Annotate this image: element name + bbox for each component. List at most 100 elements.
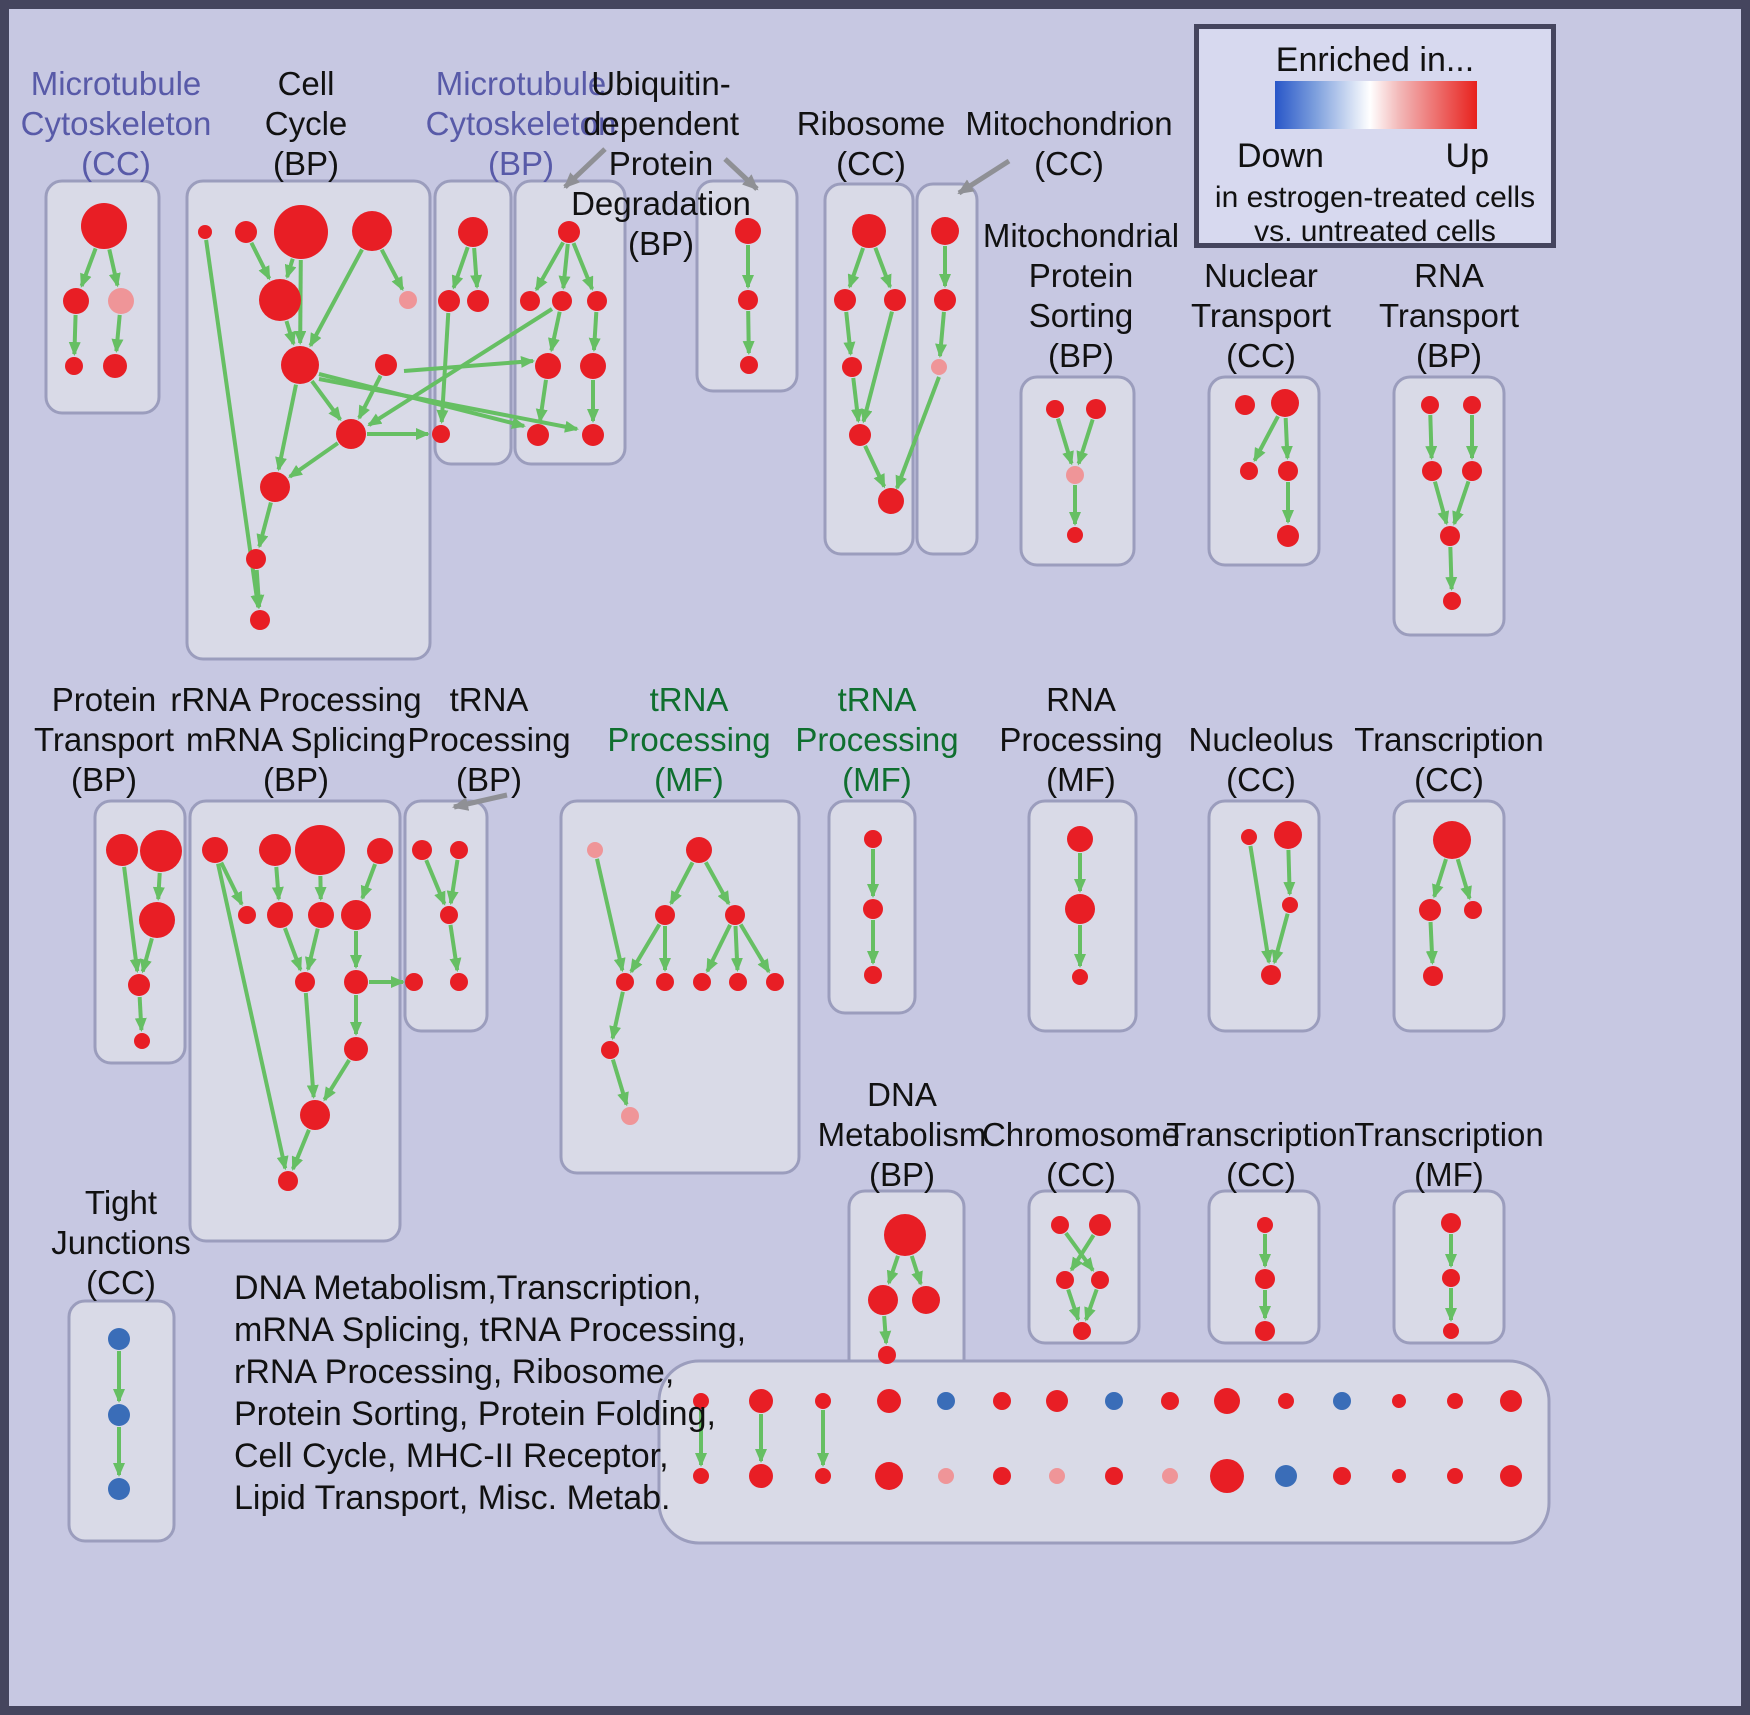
go-node-tight-junctions-0: [108, 1328, 130, 1350]
edge-protein-transport-1-2: [152, 872, 165, 902]
cluster-box-nucleolus-cc: [1207, 799, 1321, 1033]
go-node-mixed-functions-8: [1161, 1392, 1179, 1410]
go-node-trna-processing-mf-2-2: [864, 966, 882, 984]
go-node-mixed-functions-9: [1214, 1388, 1240, 1414]
edge-transcription-cc-1-0-2: [1455, 858, 1472, 901]
go-node-rrna-processing-mrna-splicing-7: [341, 900, 371, 930]
go-node-mixed-functions-17: [815, 1468, 831, 1484]
go-node-transcription-cc-2-1: [1255, 1269, 1275, 1289]
go-node-chromosome-cc-2: [1056, 1271, 1074, 1289]
mixed-functions-note: DNA Metabolism,Transcription, mRNA Splic…: [234, 1267, 746, 1519]
edge-ubiquitin-deg-1-3-5: [588, 311, 601, 353]
go-node-trna-processing-bp-3: [450, 973, 468, 991]
go-node-dna-metabolism-2: [912, 1286, 940, 1314]
legend-title: Enriched in...: [1275, 41, 1475, 79]
go-node-rna-transport-1: [1463, 396, 1481, 414]
edge-microtubule-cc-2-4: [111, 314, 124, 354]
go-node-tight-junctions-2: [108, 1478, 130, 1500]
edge-chromosome-cc-3-4: [1084, 1288, 1099, 1322]
go-node-transcription-cc-2-2: [1255, 1321, 1275, 1341]
cross-cluster-edge-5: [895, 376, 941, 490]
go-node-cell-cycle-10: [246, 549, 266, 569]
go-node-rrna-processing-mrna-splicing-3: [367, 838, 393, 864]
edge-trna-processing-mf-1-1-2: [669, 861, 695, 906]
edge-cell-cycle-9-10: [256, 501, 273, 549]
go-node-ubiquitin-deg-1-3: [587, 291, 607, 311]
nodes-layer: [63, 203, 1522, 1500]
note-line-1: DNA Metabolism,Transcription,: [234, 1269, 702, 1307]
go-node-trna-processing-bp-1: [450, 841, 468, 859]
edge-transcription-cc-1-1-3: [1425, 921, 1438, 966]
edge-cell-cycle-4-6: [284, 320, 296, 346]
note-line-4: Protein Sorting, Protein Folding,: [234, 1395, 716, 1433]
note-line-3: rRNA Processing, Ribosome,: [234, 1353, 675, 1391]
go-node-mixed-functions-18: [875, 1462, 903, 1490]
go-node-rrna-processing-mrna-splicing-12: [278, 1171, 298, 1191]
go-node-mixed-functions-15: [693, 1468, 709, 1484]
edge-rrna-processing-mrna-splicing-10-11: [322, 1058, 351, 1102]
go-node-mitochondrion-cc-0: [931, 217, 959, 245]
go-node-microtubule-bp-1: [438, 290, 460, 312]
go-node-transcription-mf-2: [1443, 1323, 1459, 1339]
cluster-label-transcription-mf: Transcription(MF): [1354, 1116, 1544, 1193]
label-pointer-arrow-2: [957, 158, 1011, 196]
go-node-rna-processing-mf-2: [1072, 969, 1088, 985]
edge-rna-transport-4-5: [1445, 546, 1458, 592]
edge-cell-cycle-0-11: [204, 239, 263, 610]
cluster-label-nucleolus: Nucleolus(CC): [1189, 721, 1334, 798]
cross-cluster-edge-2: [403, 355, 535, 373]
go-node-tight-junctions-1: [108, 1404, 130, 1426]
edge-rna-transport-0-2: [1425, 414, 1438, 461]
go-node-trna-processing-bp-2: [440, 906, 458, 924]
legend-context-line-1: in estrogen-treated cells: [1214, 181, 1536, 214]
cluster-box-chromosome-cc: [1027, 1189, 1141, 1345]
edge-microtubule-cc-0-1: [79, 247, 98, 288]
go-node-mito-protein-sorting-1: [1086, 399, 1106, 419]
legend-gradient-bar: [1275, 81, 1477, 129]
go-node-nucleolus-cc-1: [1274, 821, 1302, 849]
go-node-mixed-functions-27: [1392, 1469, 1406, 1483]
go-node-mixed-functions-23: [1162, 1468, 1178, 1484]
go-node-mixed-functions-4: [937, 1392, 955, 1410]
go-node-mixed-functions-16: [749, 1464, 773, 1488]
go-node-trna-processing-mf-2-1: [863, 899, 883, 919]
go-node-mixed-functions-29: [1500, 1465, 1522, 1487]
go-node-dna-metabolism-0: [884, 1214, 926, 1256]
go-node-nuclear-transport-1: [1271, 389, 1299, 417]
go-node-cell-cycle-11: [250, 610, 270, 630]
go-node-mixed-functions-10: [1278, 1393, 1294, 1409]
cluster-label-transcription-cc-1: Transcription(CC): [1354, 721, 1544, 798]
go-node-mixed-functions-3: [877, 1389, 901, 1413]
edge-cell-cycle-3-6: [308, 248, 364, 348]
edge-chromosome-cc-1-2: [1069, 1234, 1096, 1272]
go-node-mixed-functions-1: [749, 1389, 773, 1413]
go-node-cell-cycle-4: [259, 279, 301, 321]
edge-trna-processing-bp-2-3: [448, 924, 462, 973]
go-node-ubiquitin-deg-1-0: [558, 221, 580, 243]
edge-ubiquitin-deg-1-0-1: [534, 241, 565, 292]
go-node-nuclear-transport-2: [1240, 462, 1258, 480]
go-node-trna-processing-mf-1-0: [587, 842, 603, 858]
go-node-protein-transport-0: [106, 834, 138, 866]
edge-protein-transport-0-3: [122, 866, 142, 974]
go-node-transcription-mf-0: [1441, 1213, 1461, 1233]
edge-ribosome-cc-3-4: [851, 377, 863, 424]
edge-trna-processing-mf-1-3-6: [705, 923, 732, 974]
go-node-rna-transport-3: [1462, 461, 1482, 481]
go-node-dna-metabolism-3: [878, 1346, 896, 1364]
edge-cell-cycle-6-9: [275, 384, 298, 472]
edge-ubiquitin-deg-1-4-6: [535, 379, 548, 424]
cluster-box-microtubule-bp: [433, 179, 513, 466]
go-node-rrna-processing-mrna-splicing-4: [238, 906, 256, 924]
go-node-chromosome-cc-4: [1073, 1322, 1091, 1340]
go-node-microtubule-cc-0: [81, 203, 127, 249]
go-node-trna-processing-mf-1-8: [766, 973, 784, 991]
edge-rna-transport-2-4: [1433, 481, 1450, 526]
legend-down-label: Down: [1237, 137, 1324, 175]
cluster-box-nuclear-transport: [1207, 375, 1321, 567]
